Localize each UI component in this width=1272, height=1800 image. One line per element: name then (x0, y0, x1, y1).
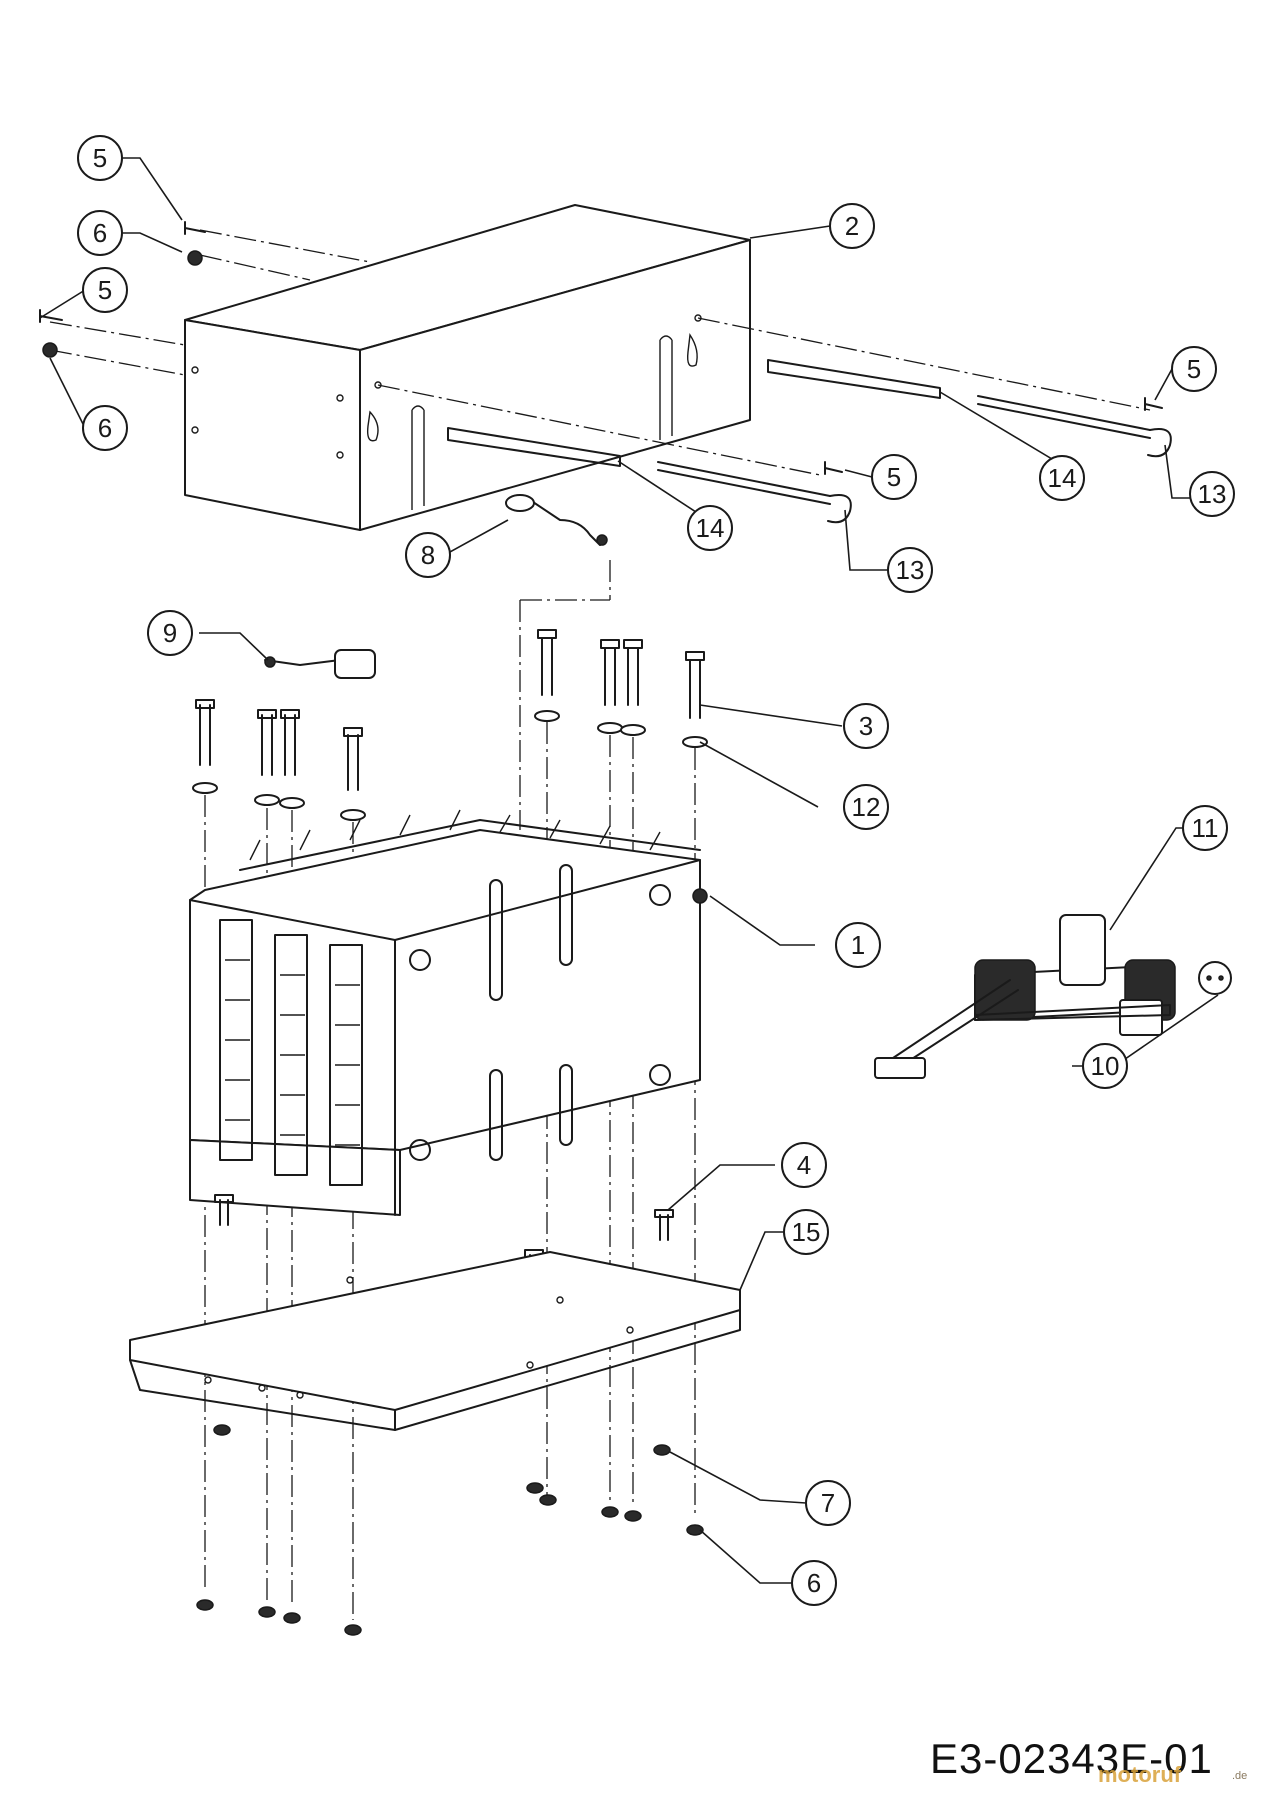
callout-5-a: 5 (77, 135, 123, 181)
callout-13-a: 13 (1189, 471, 1235, 517)
battery-frame (189, 809, 708, 1216)
callout-11: 11 (1182, 805, 1228, 851)
svg-text:5: 5 (93, 143, 107, 173)
cable-9 (264, 649, 376, 679)
battery-cover (184, 204, 751, 531)
svg-text:11: 11 (1192, 813, 1219, 843)
drawing-code: E3-02343E-01 (930, 1735, 1213, 1782)
callout-10: 10 (1082, 1043, 1128, 1089)
callout-12: 12 (843, 784, 889, 830)
svg-text:7: 7 (821, 1488, 835, 1518)
callout-8: 8 (405, 532, 451, 578)
svg-text:8: 8 (421, 540, 435, 570)
callout-14-b: 14 (687, 505, 733, 551)
charger-unit (874, 914, 1176, 1079)
callout-15: 15 (783, 1209, 829, 1255)
callout-13-b: 13 (887, 547, 933, 593)
svg-text:3: 3 (859, 711, 873, 741)
svg-text:1: 1 (851, 930, 865, 960)
svg-text:13: 13 (1198, 479, 1227, 509)
callout-6-b: 6 (82, 405, 128, 451)
callout-7: 7 (805, 1480, 851, 1526)
callout-1: 1 (835, 922, 881, 968)
svg-text:13: 13 (896, 555, 925, 585)
cable-8 (505, 494, 608, 546)
bottom-nuts (196, 1424, 704, 1636)
callout-5-c: 5 (1171, 346, 1217, 392)
callout-2: 2 (829, 203, 875, 249)
base-plate (129, 1251, 741, 1431)
svg-text:6: 6 (807, 1568, 821, 1598)
svg-text:14: 14 (696, 513, 725, 543)
svg-text:2: 2 (845, 211, 859, 241)
plug (1198, 961, 1232, 995)
support-rods (447, 359, 1172, 524)
svg-text:5: 5 (98, 275, 112, 305)
svg-text:12: 12 (852, 792, 881, 822)
bolts-top (192, 629, 708, 821)
svg-text:10: 10 (1091, 1051, 1120, 1081)
callout-9: 9 (147, 610, 193, 656)
assembly-lines-top (49, 229, 1151, 830)
svg-text:14: 14 (1048, 463, 1077, 493)
callout-6-c: 6 (791, 1560, 837, 1606)
svg-text:9: 9 (163, 618, 177, 648)
callout-3: 3 (843, 703, 889, 749)
callouts: 5 6 5 6 2 5 5 14 13 14 13 8 9 3 12 11 1 … (77, 135, 1235, 1606)
screws-and-nuts-top (39, 221, 1163, 475)
callout-4: 4 (781, 1142, 827, 1188)
callout-6-a: 6 (77, 210, 123, 256)
svg-text:5: 5 (887, 462, 901, 492)
svg-text:6: 6 (98, 413, 112, 443)
callout-5-b: 5 (82, 267, 128, 313)
watermark-suffix: .de (1232, 1770, 1248, 1782)
watermark-logo: motoruf (1098, 1762, 1182, 1787)
svg-text:15: 15 (792, 1217, 821, 1247)
svg-text:6: 6 (93, 218, 107, 248)
callout-14-a: 14 (1039, 455, 1085, 501)
svg-text:5: 5 (1187, 354, 1201, 384)
callout-5-d: 5 (871, 454, 917, 500)
svg-text:4: 4 (797, 1150, 811, 1180)
